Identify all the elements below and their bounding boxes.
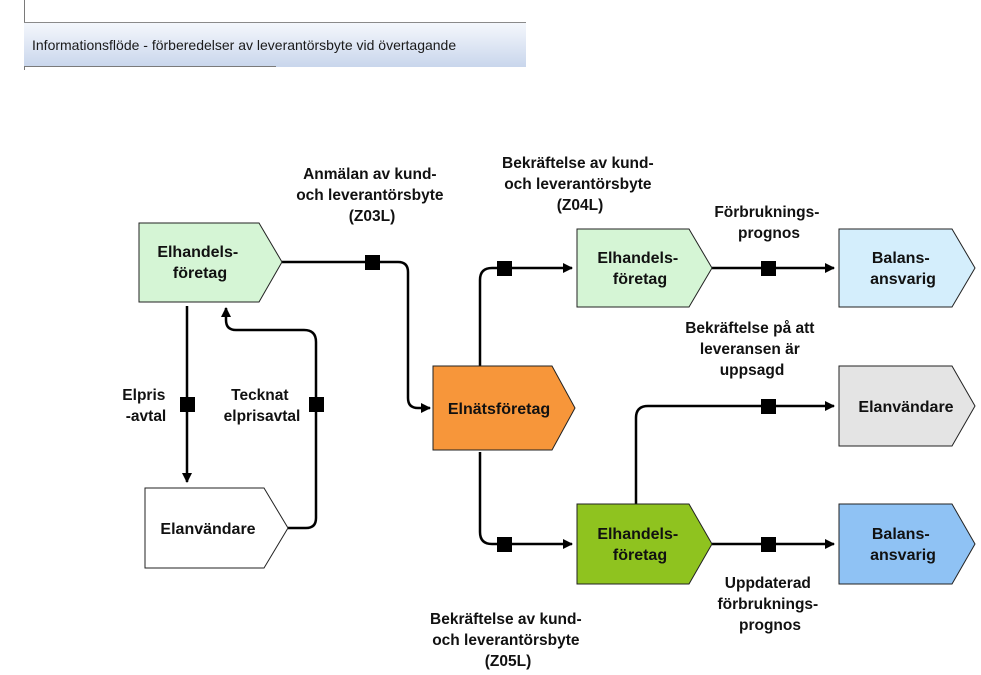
flow-line: leveransen är [700, 341, 800, 358]
message-square-uppsagd [761, 399, 776, 414]
flow-line: Bekräftelse av kund- [430, 611, 582, 628]
message-square-z03l [365, 255, 380, 270]
flow-label-uppsagd: Bekräftelse på att leveransen är uppsagd [685, 320, 819, 379]
node-elanvandare-left [144, 487, 289, 569]
node-elhandel-top-label: Elhandels- företag [597, 250, 682, 288]
flow-line: och leverantörsbyte [432, 632, 580, 649]
node-balans-bottom [838, 503, 976, 585]
node-elhandel-bottom [576, 503, 713, 585]
flow-label-tecknat: Tecknat elprisavtal [224, 387, 301, 425]
title-underline [24, 66, 276, 67]
message-square-z05l [497, 537, 512, 552]
node-line: företag [173, 265, 227, 282]
node-elhandel-left-label: Elhandels- företag [157, 244, 242, 282]
flow-label-z05l: Bekräftelse av kund- och leverantörsbyte… [430, 611, 586, 670]
message-square-elprisavtal [180, 397, 195, 412]
node-line: företag [613, 547, 667, 564]
flow-line: och leverantörsbyte [296, 187, 444, 204]
node-elanvandare-left-label: Elanvändare [160, 521, 255, 538]
node-balans-bottom-label: Balans- ansvarig [870, 526, 936, 564]
flow-label-uppdaterad: Uppdaterad förbruknings- prognos [717, 575, 822, 634]
node-line: Elhandels- [597, 250, 678, 267]
flow-label-elprisavtal: Elpris -avtal [122, 387, 169, 425]
flow-line: Elpris [122, 387, 165, 404]
flow-line: uppsagd [720, 362, 785, 379]
node-elhandel-left [138, 222, 283, 303]
flow-label-z03l: Anmälan av kund- och leverantörsbyte (Z0… [296, 166, 448, 225]
flow-line: -avtal [126, 408, 167, 425]
node-line: Elnätsföretag [448, 401, 550, 418]
message-square-uppdaterad [761, 537, 776, 552]
node-line: Elanvändare [858, 399, 953, 416]
node-line: ansvarig [870, 547, 936, 564]
connector-tecknat [221, 307, 318, 530]
connector-z05l [478, 452, 573, 549]
flow-line: prognos [739, 617, 801, 634]
node-elhandel-bottom-label: Elhandels- företag [597, 526, 682, 564]
node-line: företag [613, 271, 667, 288]
node-balans-top [838, 228, 976, 308]
flow-line: förbruknings- [717, 596, 818, 613]
node-elhandel-top [576, 228, 713, 308]
flow-line: (Z05L) [485, 653, 532, 670]
message-square-z04l [497, 261, 512, 276]
flow-line: Uppdaterad [725, 575, 811, 592]
flow-label-z04l: Bekräftelse av kund- och leverantörsbyte… [502, 155, 658, 214]
flow-line: Förbruknings- [714, 204, 819, 221]
node-line: Elanvändare [160, 521, 255, 538]
flow-line: Anmälan av kund- [303, 166, 437, 183]
title-banner: Informationsflöde - förberedelser av lev… [24, 22, 526, 67]
message-square-forbrukning-top [761, 261, 776, 276]
flow-line: elprisavtal [224, 408, 301, 425]
node-line: Elhandels- [597, 526, 678, 543]
flow-label-forbrukning-top: Förbruknings- prognos [714, 204, 823, 242]
flow-line: Bekräftelse på att [685, 320, 814, 337]
node-balans-top-label: Balans- ansvarig [870, 250, 936, 288]
node-line: Elhandels- [157, 244, 238, 261]
connector-z03l [282, 260, 431, 413]
connector-uppsagd [634, 401, 835, 504]
node-elanvandare-right-label: Elanvändare [858, 399, 953, 416]
flow-line: och leverantörsbyte [504, 176, 652, 193]
message-square-tecknat [309, 397, 324, 412]
node-line: Balans- [872, 250, 930, 267]
flow-line: Tecknat [231, 387, 288, 404]
node-elanvandare-right [838, 365, 976, 447]
flow-line: Bekräftelse av kund- [502, 155, 654, 172]
node-line: Balans- [872, 526, 930, 543]
flow-line: (Z04L) [557, 197, 604, 214]
connector-z04l [478, 263, 573, 366]
flow-line: (Z03L) [349, 208, 396, 225]
node-elnat [432, 365, 576, 451]
flow-line: prognos [738, 225, 800, 242]
node-elnat-label: Elnätsföretag [448, 401, 550, 418]
page-title: Informationsflöde - förberedelser av lev… [32, 37, 457, 53]
node-line: ansvarig [870, 271, 936, 288]
